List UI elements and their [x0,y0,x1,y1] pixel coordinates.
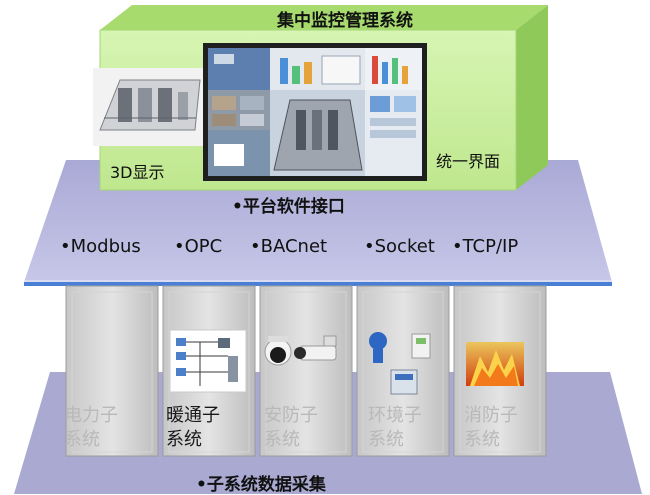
fire-image [466,342,524,386]
protocol-opc: •OPC [174,236,223,257]
green-box-top [100,5,548,30]
camera-icons [264,335,337,366]
3d-model-image [93,68,207,146]
monitor-screen [203,43,427,181]
cabinet-security [259,285,353,457]
label-unified-ui: 统一界面 [436,152,501,171]
label-3d-display: 3D显示 [110,163,165,182]
subsystem-label-power: 电力子系统 [64,405,118,450]
green-box-side [516,5,548,190]
subsystem-label-environment: 环境子系统 [368,405,422,450]
sensor-icons [369,332,431,395]
protocol-bacnet: •BACnet [250,236,328,257]
subsystem-label-security: 安防子系统 [264,405,318,450]
subsystem-label-hvac: 暖通子系统 [166,405,220,450]
cabinet-power [65,285,159,457]
hvac-diagram-image [169,329,247,393]
protocol-socket: •Socket [364,236,435,257]
protocol-tcpip: •TCP/IP [452,236,519,257]
subsystem-label-fire: 消防子系统 [464,405,518,450]
system-title: 集中监控管理系统 [277,11,413,31]
data-collection-title: •子系统数据采集 [196,475,326,495]
platform-title: •平台软件接口 [232,197,345,217]
protocol-modbus: •Modbus [60,236,141,257]
